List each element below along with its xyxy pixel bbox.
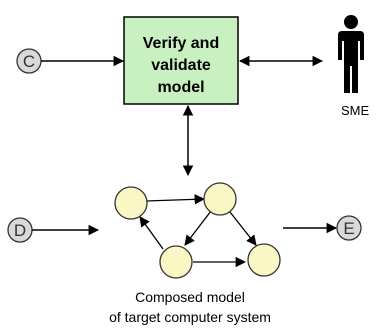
verify-box-line-2: validate: [151, 57, 211, 74]
connector-c: C: [16, 48, 42, 74]
sme-label: SME: [341, 103, 370, 118]
verify-validate-box: Verify and validate model: [123, 16, 239, 105]
connector-c-label: C: [23, 52, 35, 71]
edge-c-a: [139, 216, 164, 250]
edge-b-d: [229, 211, 257, 246]
model-node-c: [159, 245, 193, 279]
sme-person-icon: [338, 15, 364, 93]
verify-box-line-3: model: [157, 79, 204, 96]
edge-b-c: [184, 210, 212, 246]
connector-d-label: D: [14, 221, 26, 240]
caption-line-1: Composed model: [135, 289, 245, 305]
connector-e-circle: [336, 215, 362, 241]
model-node-a: [114, 186, 148, 220]
connector-e-label: E: [343, 219, 354, 238]
edge-a-b: [145, 194, 206, 205]
edge-a-b-lower: [148, 206, 206, 210]
model-node-b: [203, 182, 237, 216]
caption-line-2: of target computer system: [109, 309, 271, 325]
model-node-d: [247, 243, 281, 277]
connector-d: D: [7, 217, 33, 243]
verify-validate-box-rect: [123, 16, 239, 105]
connector-e: E: [336, 215, 362, 241]
composed-model-graph: [114, 182, 281, 279]
verify-box-line-1: Verify and: [143, 35, 219, 52]
